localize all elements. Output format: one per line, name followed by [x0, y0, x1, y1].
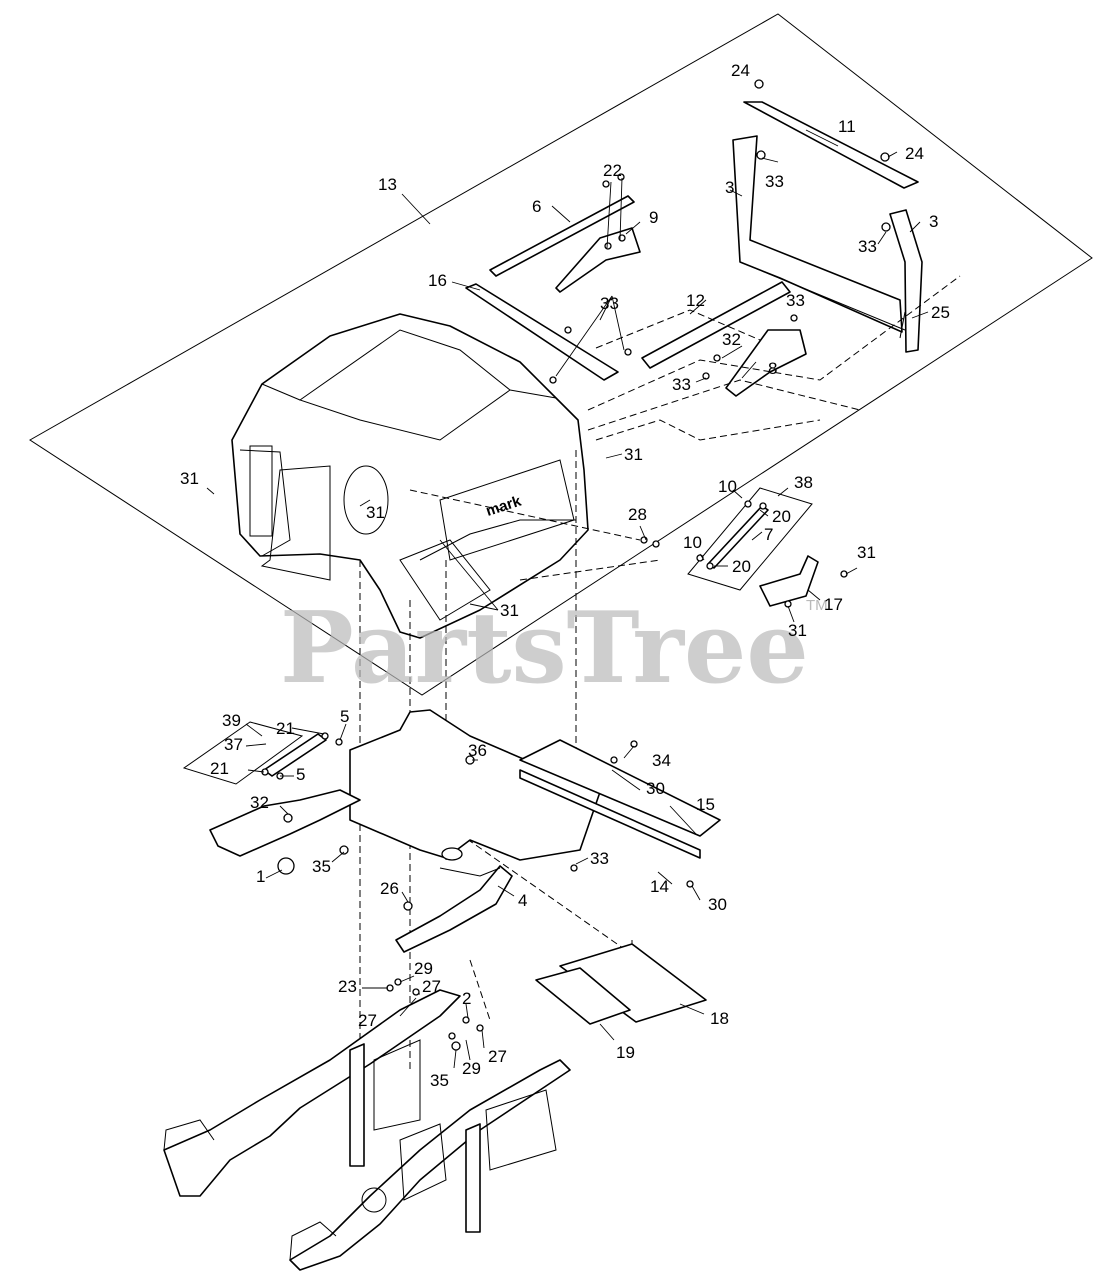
callout-label: 12 — [686, 291, 705, 310]
callout-label: 18 — [710, 1009, 729, 1028]
callout-label: 10 — [718, 477, 737, 496]
bracket-17 — [640, 536, 848, 608]
callout-label: 1 — [256, 867, 265, 886]
callout-label: 9 — [649, 208, 658, 227]
strut-7 — [696, 500, 769, 570]
body-housing: mark — [231, 313, 589, 639]
callout-label: 23 — [338, 977, 357, 996]
callout-label: 10 — [683, 533, 702, 552]
hardware-cluster — [386, 978, 484, 1051]
callout-label: 21 — [210, 759, 229, 778]
callout-label: 3 — [929, 212, 938, 231]
callout-label: 26 — [380, 879, 399, 898]
callout-label: 33 — [786, 291, 805, 310]
callout-label: 27 — [358, 1011, 377, 1030]
pivot-rod-37 — [261, 732, 343, 780]
watermark-trademark: TM — [806, 597, 828, 614]
group-outline-39 — [182, 721, 304, 785]
callout-label: 20 — [732, 557, 751, 576]
callout-label: 21 — [276, 719, 295, 738]
callout-label: 31 — [624, 445, 643, 464]
callout-label: 31 — [366, 503, 385, 522]
callout-label: 7 — [764, 525, 773, 544]
callout-label: 27 — [422, 977, 441, 996]
callout-label: 33 — [858, 237, 877, 256]
callout-label: 30 — [646, 779, 665, 798]
callout-label: 20 — [772, 507, 791, 526]
callout-label: 39 — [222, 711, 241, 730]
callout-label: 27 — [488, 1047, 507, 1066]
callout-label: 22 — [603, 161, 622, 180]
callout-label: 8 — [768, 359, 777, 378]
callout-label: 32 — [250, 793, 269, 812]
callout-label: 15 — [696, 795, 715, 814]
rails-16-12-8 — [465, 281, 807, 397]
watermark-text: PartsTree — [280, 591, 809, 706]
group-outline-13 — [29, 13, 1093, 696]
chassis-frame — [163, 989, 571, 1271]
callout-label: 14 — [650, 877, 669, 896]
callout-label: 31 — [857, 543, 876, 562]
callout-label: 13 — [378, 175, 397, 194]
callout-label: 36 — [468, 741, 487, 760]
callout-label: 31 — [180, 469, 199, 488]
callout-label: 34 — [652, 751, 671, 770]
callout-label: 32 — [722, 330, 741, 349]
upper-frame — [732, 79, 923, 353]
callout-label: 19 — [616, 1043, 635, 1062]
callout-label: 31 — [788, 621, 807, 640]
leader-lines — [206, 129, 929, 1069]
callout-label: 37 — [224, 735, 243, 754]
callout-label: 31 — [500, 601, 519, 620]
trim-15-14 — [519, 739, 721, 888]
group-outline-38 — [687, 487, 813, 591]
callout-label: 11 — [838, 117, 856, 136]
callout-label: 35 — [430, 1071, 449, 1090]
callout-label: 33 — [590, 849, 609, 868]
callout-label: 30 — [708, 895, 727, 914]
callout-label: 38 — [794, 473, 813, 492]
callout-label: 6 — [532, 197, 541, 216]
pads-18-19 — [535, 943, 707, 1025]
callout-label: 25 — [931, 303, 950, 322]
callout-label: 5 — [340, 707, 349, 726]
callout-label: 29 — [462, 1059, 481, 1078]
callout-label: 33 — [672, 375, 691, 394]
callout-label: 5 — [296, 765, 305, 784]
callout-label: 29 — [414, 959, 433, 978]
callout-label: 2 — [462, 989, 471, 1008]
callout-label: 3 — [725, 178, 734, 197]
callout-label: 35 — [312, 857, 331, 876]
callout-label: 24 — [731, 61, 750, 80]
callout-label: 33 — [600, 294, 619, 313]
callout-label: 16 — [428, 271, 447, 290]
callout-label: 4 — [518, 891, 527, 910]
callout-label: 17 — [824, 595, 843, 614]
callout-labels: 24 11 24 22 13 3 33 6 9 3 33 16 12 33 33… — [180, 61, 950, 1090]
callout-label: 24 — [905, 144, 924, 163]
floor-pan — [209, 709, 601, 953]
callout-label: 28 — [628, 505, 647, 524]
bracket-6-9 — [489, 173, 641, 293]
callout-label: 33 — [765, 172, 784, 191]
